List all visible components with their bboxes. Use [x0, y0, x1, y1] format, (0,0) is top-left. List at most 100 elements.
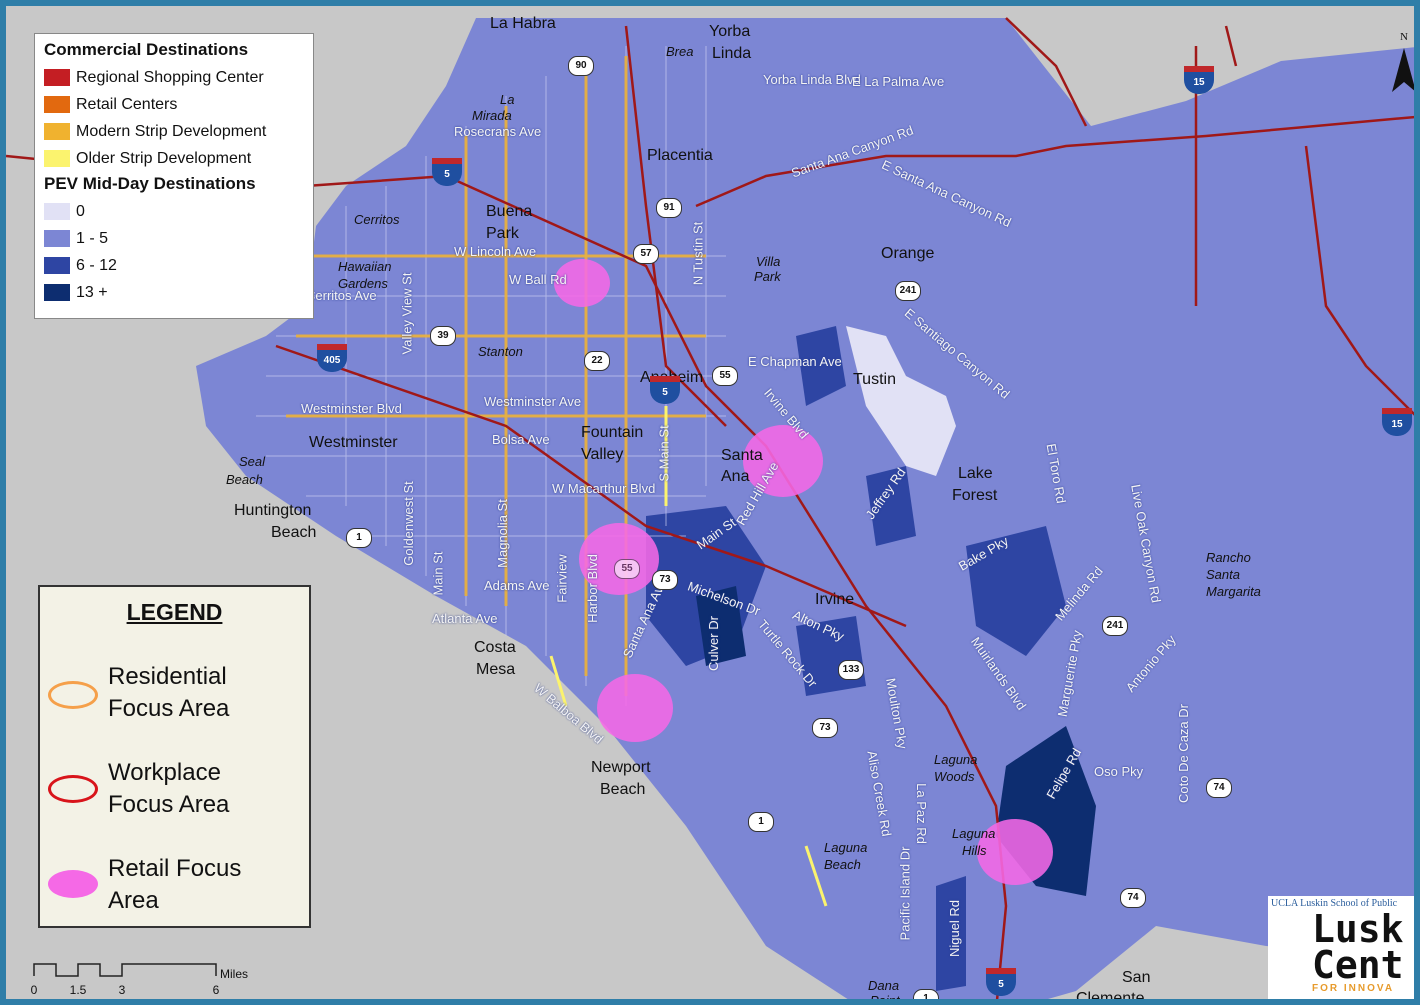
highway-shield: 55 [614, 559, 640, 579]
place-label: Lake [958, 465, 993, 482]
legend-item: Regional Shopping Center [44, 64, 304, 91]
legend-label: 6 - 12 [76, 256, 117, 274]
interstate-shield: 5 [432, 158, 462, 186]
place-label: Seal [239, 454, 266, 469]
scale-bar: 0 1.5 3 6 Miles [31, 963, 248, 997]
place-label: Huntington [234, 502, 312, 519]
swatch [44, 123, 70, 140]
dark-zone-5 [866, 466, 916, 546]
place-label: Forest [952, 487, 998, 504]
road-label: Niguel Rd [947, 899, 963, 958]
ucla-luskin-logo: UCLA Luskin School of Public Lusk Cent F… [1268, 896, 1414, 999]
place-label: La [500, 92, 515, 107]
highway-shield: 241 [1102, 616, 1128, 636]
highway-shield: 73 [812, 718, 838, 738]
road-label: Westminster Blvd [301, 401, 402, 416]
place-label: Rancho [1206, 550, 1251, 565]
interstate-shield: 405 [317, 344, 347, 372]
legend-label: Retail Centers [76, 95, 178, 113]
highway-shield: 39 [430, 326, 456, 346]
legend-item: 6 - 12 [44, 252, 304, 279]
logo-line2: Cent [1312, 947, 1404, 983]
place-label: Dana [868, 978, 900, 993]
place-label: Park [486, 225, 519, 242]
place-label: Woods [934, 769, 975, 784]
road-label: W Macarthur Blvd [552, 481, 656, 496]
legend-item: Modern Strip Development [44, 118, 304, 145]
logo-line3: FOR INNOVA [1312, 983, 1395, 994]
place-label: Santa [721, 447, 763, 464]
north-arrow: N [1392, 31, 1414, 92]
place-label: Valley [581, 446, 624, 463]
place-label: Clemente [1076, 990, 1145, 1005]
place-label: Santa [1206, 567, 1240, 582]
highway-shield: 1 [748, 812, 774, 832]
place-label: Laguna [934, 752, 978, 767]
road-label: La Paz Rd [913, 783, 929, 844]
place-label: Costa [474, 639, 516, 656]
place-label: Tustin [853, 371, 896, 388]
place-label: San [1122, 969, 1151, 986]
place-label: Park [754, 269, 781, 284]
place-label: Beach [271, 524, 317, 541]
legend-item: 1 - 5 [44, 225, 304, 252]
road-label: Fairview [554, 554, 570, 603]
highway-shield: 241 [895, 281, 921, 301]
highway-shield: 73 [652, 570, 678, 590]
highway-shield: 55 [712, 366, 738, 386]
zero-zone [846, 326, 956, 476]
destinations-legend: Commercial Destinations Regional Shoppin… [34, 33, 314, 319]
road-label: Magnolia St [494, 499, 510, 568]
workplace-focus-symbol [48, 775, 98, 803]
road-label: S Main St [656, 425, 672, 482]
place-label: Westminster [309, 434, 398, 451]
highway-shield: 133 [838, 660, 864, 680]
road-label: Valley View St [399, 272, 415, 355]
swatch [44, 257, 70, 274]
highway-shield: 91 [656, 198, 682, 218]
road-label: Oso Pky [1094, 764, 1144, 779]
dark-zone-4 [796, 326, 846, 406]
place-label: Margarita [1206, 584, 1261, 599]
place-label: Beach [226, 472, 263, 487]
legend-label: 13 + [76, 283, 108, 301]
road-label: Pacific Island Dr [897, 846, 913, 941]
highway-shield: 22 [584, 351, 610, 371]
road-label: Goldenwest St [400, 481, 416, 566]
place-label: Cerritos [354, 212, 400, 227]
highway-shield: 1 [913, 989, 939, 999]
road-label: Adams Ave [484, 578, 550, 593]
interstate-shield: 5 [986, 968, 1016, 996]
road-label: Yorba Linda Blvd [763, 72, 861, 87]
swatch [44, 230, 70, 247]
road-label: Atlanta Ave [432, 611, 498, 626]
scale-unit: Miles [220, 967, 248, 981]
highway-shield: 90 [568, 56, 594, 76]
place-label: Hawaiian [338, 259, 392, 274]
legend-item: 13 + [44, 279, 304, 306]
logo-top-text: UCLA Luskin School of Public [1271, 898, 1398, 909]
road-label: Coto De Caza Dr [1175, 704, 1191, 803]
road-label: Cerritos Ave [306, 288, 377, 303]
swatch [44, 203, 70, 220]
retail-focus-symbol [48, 870, 98, 898]
road-label: Bolsa Ave [492, 432, 550, 447]
legend-label: 0 [76, 202, 85, 220]
interstate-shield: 15 [1184, 66, 1214, 94]
place-label: Mirada [472, 108, 512, 123]
place-label: Hills [962, 843, 987, 858]
logo-line1: Lusk [1312, 911, 1404, 947]
pev-legend-title: PEV Mid-Day Destinations [44, 174, 256, 193]
road-label: Main St [430, 551, 446, 596]
place-label: Laguna [824, 840, 868, 855]
place-label: Beach [600, 781, 646, 798]
place-label: Mesa [476, 661, 516, 678]
legend-item: Retail Centers [44, 91, 304, 118]
place-label: Yorba [709, 23, 751, 40]
place-label: Ana [721, 468, 750, 485]
interstate-shield: 15 [1382, 408, 1412, 436]
scale-tick: 3 [119, 983, 126, 997]
